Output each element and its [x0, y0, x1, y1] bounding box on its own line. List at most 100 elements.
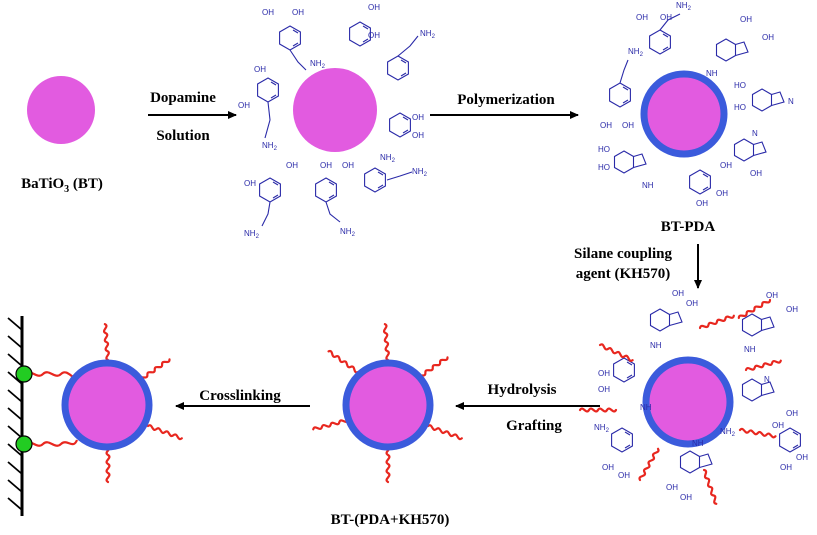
kh570-chain	[701, 468, 719, 506]
anchor-point	[15, 365, 33, 383]
oh-group: OH	[672, 289, 684, 298]
dopamine-molecule	[279, 25, 301, 51]
ethyl-chain	[289, 49, 307, 71]
oh-group: OH	[254, 65, 266, 74]
oh-group: OH	[740, 15, 752, 24]
pda-unit	[609, 82, 631, 108]
oh-group: OH	[286, 161, 298, 170]
kh570-chain	[744, 358, 783, 373]
oh-group: OH	[368, 31, 380, 40]
oh-group: OH	[686, 299, 698, 308]
ethyl-chain	[325, 201, 341, 223]
nh-group: NH	[706, 69, 718, 78]
nh-group: NH	[650, 341, 662, 350]
pda-unit	[751, 88, 785, 112]
oh-group: OH	[618, 471, 630, 480]
kh570-label: agent (KH570)	[576, 266, 671, 282]
hydrolysis-step: Hydrolysis Grafting	[455, 382, 600, 434]
oh-group: OH	[412, 113, 424, 122]
nh2-group: NH2	[380, 153, 396, 164]
substrate-hatch	[7, 317, 23, 511]
dopamine-step: Dopamine Solution	[148, 90, 237, 144]
ethyl-chain	[264, 101, 271, 139]
bt-pda-particle	[640, 70, 728, 158]
kh570-chain	[578, 407, 618, 413]
oh-group: OH	[368, 3, 380, 12]
pda-unit	[679, 450, 713, 474]
crosslink-chain	[24, 371, 78, 380]
bt-pda-kh570-raw-stage: OH OH NH OH OH NH OH OH NH N OH OH NH2 N…	[578, 289, 808, 506]
ethyl-chain	[619, 59, 629, 84]
kh570-chain	[385, 444, 391, 484]
oh-group: OH	[680, 493, 692, 502]
pda-unit	[613, 150, 647, 174]
dopamine-molecule	[259, 177, 281, 203]
pda-unit	[741, 313, 775, 337]
pda-unit	[649, 29, 671, 55]
grafting-label: Grafting	[506, 418, 562, 434]
nh2-group: NH2	[420, 29, 436, 40]
oh-group: OH	[636, 13, 648, 22]
nh-group: NH	[642, 181, 654, 190]
bt-particle-stage: BaTiO3 (BT)	[21, 76, 103, 195]
kh570-chain	[311, 417, 350, 432]
kh570-chain	[326, 349, 360, 375]
kh570-chain	[738, 427, 777, 439]
hydrolysis-label: Hydrolysis	[488, 382, 557, 398]
oh-group: OH	[412, 131, 424, 140]
nh-group: NH	[640, 403, 652, 412]
oh-group: OH	[786, 409, 798, 418]
bt-particle	[293, 68, 377, 152]
n-group: N	[764, 375, 770, 384]
nh2-group: NH2	[412, 167, 428, 178]
oh-group: OH	[720, 161, 732, 170]
nh-group: NH	[692, 439, 704, 448]
bt-pda-kh570-particle	[642, 356, 734, 448]
ethyl-chain	[386, 171, 413, 181]
ethyl-chain	[261, 201, 271, 227]
anchor-point	[15, 435, 33, 453]
nh2-group: NH2	[262, 141, 278, 152]
dopamine-molecule	[257, 77, 279, 103]
oh-group: OH	[622, 121, 634, 130]
bt-pda-stage: NH2 NH2 OH OH OH OH OH OH NH HO HO N N O…	[598, 1, 794, 235]
oh-group: OH	[762, 33, 774, 42]
dopamine-molecule	[364, 167, 386, 193]
oh-group: OH	[796, 453, 808, 462]
nh-group: NH	[744, 345, 756, 354]
solution-label: Solution	[156, 128, 210, 144]
oh-group: OH	[342, 161, 354, 170]
ho-group: HO	[598, 163, 610, 172]
kh570-chain	[138, 357, 172, 383]
crosslink-chain	[24, 439, 79, 447]
nh2-group: NH2	[340, 227, 356, 238]
kh570-chain	[598, 342, 635, 363]
pda-unit	[689, 169, 711, 195]
nh2-group: NH2	[594, 423, 610, 434]
oh-group: OH	[666, 483, 678, 492]
crosslinking-label: Crosslinking	[199, 388, 281, 404]
ho-group: HO	[734, 103, 746, 112]
ho-group: HO	[598, 145, 610, 154]
bt-pda-kh570-label: BT-(PDA+KH570)	[331, 512, 450, 528]
nh2-group: NH2	[310, 59, 326, 70]
oh-group: OH	[716, 189, 728, 198]
pda-unit	[715, 38, 749, 62]
kh570-chain	[426, 423, 464, 441]
silane-label: Silane coupling	[574, 246, 672, 262]
bt-pda-label: BT-PDA	[661, 219, 716, 235]
dopamine-molecule	[315, 177, 337, 203]
oh-group: OH	[262, 8, 274, 17]
grafted-chains	[24, 322, 184, 484]
dopamine-molecule	[387, 55, 409, 81]
kh570-chain	[698, 313, 736, 331]
pda-unit	[733, 138, 767, 162]
crosslinking-step: Crosslinking	[175, 388, 310, 410]
batio3-label: BaTiO3 (BT)	[21, 176, 103, 195]
nh2-group: NH2	[244, 229, 260, 240]
oh-group: OH	[772, 421, 784, 430]
oh-group: OH	[660, 13, 672, 22]
ho-group: HO	[734, 81, 746, 90]
oh-group: OH	[292, 8, 304, 17]
